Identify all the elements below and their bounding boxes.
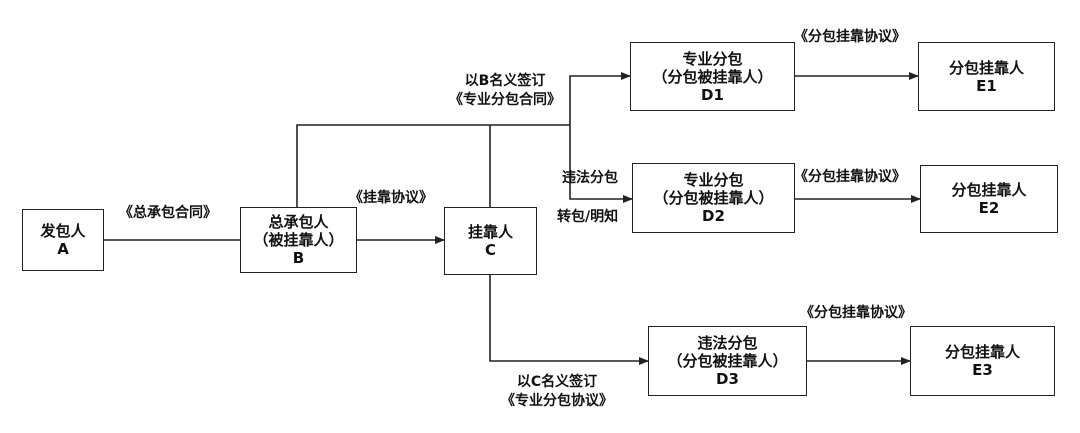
node-d2: 专业分包（分包被挂靠人）D2 (632, 163, 795, 233)
node-d3-line-3: D3 (716, 370, 739, 388)
label-b-c: 《挂靠协议》 (349, 190, 433, 206)
label-to-d3-line2: 《专业分包协议》 (501, 393, 613, 409)
edge-b-bus (296, 124, 570, 207)
node-e2-line-2: E2 (978, 199, 1000, 217)
edge-bus-d2 (569, 125, 633, 203)
node-d2-line-3: D2 (702, 207, 725, 225)
label-d3-e3: 《分包挂靠协议》 (800, 305, 912, 321)
node-a-line-2: A (57, 240, 69, 258)
node-e3-line-1: 分包挂靠人 (944, 343, 1020, 361)
label-to-d2-top: 违法分包 (562, 170, 618, 186)
node-c-line-1: 挂靠人 (467, 223, 513, 241)
node-e2-line-1: 分包挂靠人 (951, 181, 1027, 199)
node-c-line-2: C (484, 241, 496, 259)
label-d2-e2: 《分包挂靠协议》 (794, 169, 906, 185)
label-to-d1-line2: 《专业分包合同》 (449, 92, 561, 108)
label-to-d1: 以B名义签订 《专业分包合同》 (449, 72, 561, 110)
node-d3-line-1: 违法分包 (697, 334, 758, 352)
node-d3: 违法分包（分包被挂靠人）D3 (648, 326, 807, 396)
node-d1-line-1: 专业分包 (682, 49, 743, 68)
node-b-line-3: B (292, 249, 305, 267)
node-d2-line-1: 专业分包 (683, 171, 744, 189)
label-to-d1-line1: 以B名义签订 (464, 73, 546, 89)
label-a-b: 《总承包合同》 (119, 205, 217, 221)
node-d3-line-2: （分包被挂靠人） (667, 352, 788, 370)
node-d1-line-3: D1 (701, 85, 724, 104)
node-b: 总承包人（被挂靠人）B (240, 207, 357, 273)
node-e3-line-2: E3 (972, 361, 993, 379)
node-d1-line-2: （分包被挂靠人） (652, 67, 773, 86)
node-d1: 专业分包（分包被挂靠人）D1 (630, 42, 795, 111)
node-d2-line-2: （分包被挂靠人） (653, 189, 774, 207)
node-e1-line-2: E1 (976, 76, 997, 95)
node-a-line-1: 发包人 (40, 222, 86, 240)
edge-c-d3 (489, 275, 649, 365)
label-to-d3-line1: 以C名义签订 (516, 374, 598, 390)
edge-bus-d1 (569, 72, 631, 125)
node-b-line-2: （被挂靠人） (253, 231, 344, 249)
node-e1-line-1: 分包挂靠人 (948, 58, 1024, 77)
label-to-d3: 以C名义签订 《专业分包协议》 (501, 373, 613, 411)
node-b-line-1: 总承包人 (268, 213, 329, 231)
label-d1-e1: 《分包挂靠协议》 (794, 29, 906, 45)
label-to-d2-bottom: 转包/明知 (557, 209, 619, 225)
